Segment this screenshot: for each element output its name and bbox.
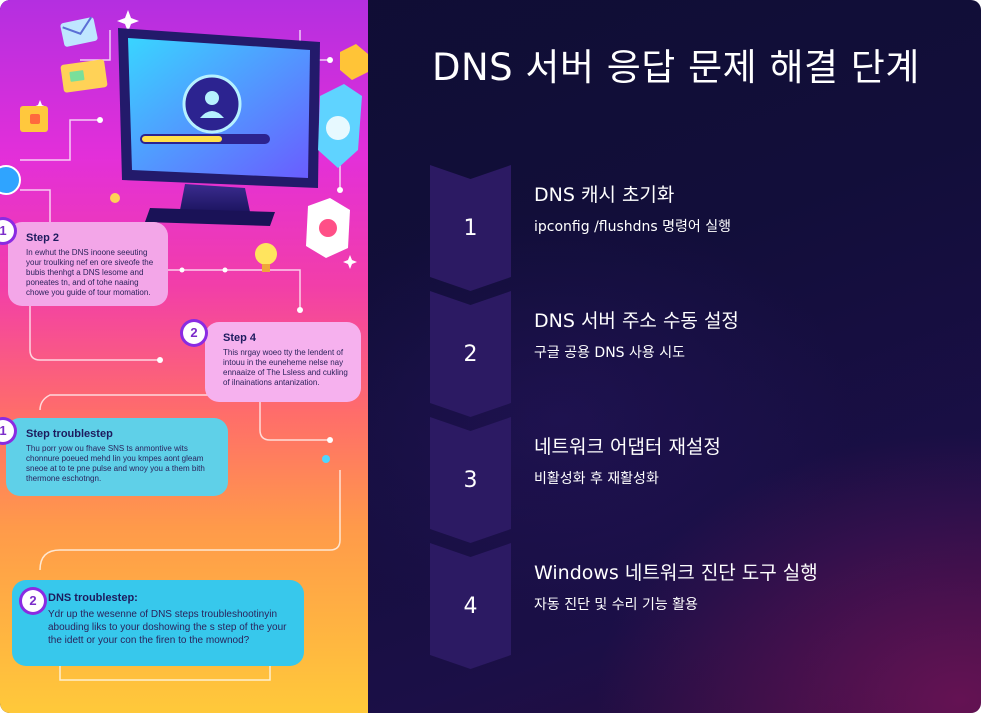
illustration-card-3: Step troublestep Thu porr yow ou fhave S… bbox=[6, 418, 228, 496]
step-2-description: 구글 공용 DNS 사용 시도 bbox=[534, 345, 685, 361]
card-1-text: In ewhut the DNS inoone seeuting your tr… bbox=[26, 248, 154, 297]
step-3-chevron: 3 bbox=[430, 417, 511, 543]
card-2-text: This nrgay woeo tty the lendent of intou… bbox=[223, 348, 348, 387]
step-3-title: 네트워크 어댑터 재설정 bbox=[534, 436, 721, 458]
chevron-shape bbox=[430, 417, 511, 543]
step-2-title: DNS 서버 주소 수동 설정 bbox=[534, 310, 739, 332]
step-1-description: ipconfig /flushdns 명령어 실행 bbox=[534, 219, 731, 235]
card-2-title: Step 4 bbox=[223, 332, 257, 344]
card-3-title: Step troublestep bbox=[26, 428, 113, 440]
illustration-graphics bbox=[0, 10, 368, 681]
card-4-title: DNS troublestep: bbox=[48, 592, 138, 604]
illustration-card-1: Step 2 In ewhut the DNS inoone seeuting … bbox=[8, 222, 168, 306]
card-1-title: Step 2 bbox=[26, 232, 60, 244]
card-2-badge: 2 bbox=[183, 322, 205, 344]
illustration-card-4: DNS troublestep: Ydr up the wesenne of D… bbox=[12, 580, 304, 666]
card-4-badge: 2 bbox=[22, 590, 44, 612]
chevron-shape bbox=[430, 543, 511, 669]
step-2-chevron: 2 bbox=[430, 291, 511, 417]
step-1-chevron: 1 bbox=[430, 165, 511, 291]
step-4-title: Windows 네트워크 진단 도구 실행 bbox=[534, 562, 818, 584]
chevron-shape bbox=[430, 165, 511, 291]
card-3-text: Thu porr yow ou fhave SNS ts anmontive w… bbox=[26, 444, 205, 483]
monitor-graphic bbox=[118, 28, 320, 226]
step-2-number: 2 bbox=[463, 341, 478, 367]
chevron-shape bbox=[430, 291, 511, 417]
step-3-number: 3 bbox=[463, 467, 478, 493]
illustration-card-2: Step 4 This nrgay woeo tty the lendent o… bbox=[205, 322, 361, 402]
step-3-description: 비활성화 후 재활성화 bbox=[534, 471, 659, 487]
card-4-text: Ydr up the wesenne of DNS steps troubles… bbox=[48, 609, 287, 646]
step-4-number: 4 bbox=[463, 593, 478, 619]
hero-illustration: Step 2 In ewhut the DNS inoone seeuting … bbox=[0, 0, 368, 713]
step-4-description: 자동 진단 및 수리 기능 활용 bbox=[534, 597, 698, 613]
card-3-badge: 1 bbox=[0, 420, 14, 442]
step-4-chevron: 4 bbox=[430, 543, 511, 669]
step-1-title: DNS 캐시 초기화 bbox=[534, 184, 675, 206]
page-title: DNS 서버 응답 문제 해결 단계 bbox=[432, 46, 920, 89]
card-1-badge: 1 bbox=[0, 220, 14, 242]
step-1-number: 1 bbox=[463, 215, 478, 241]
